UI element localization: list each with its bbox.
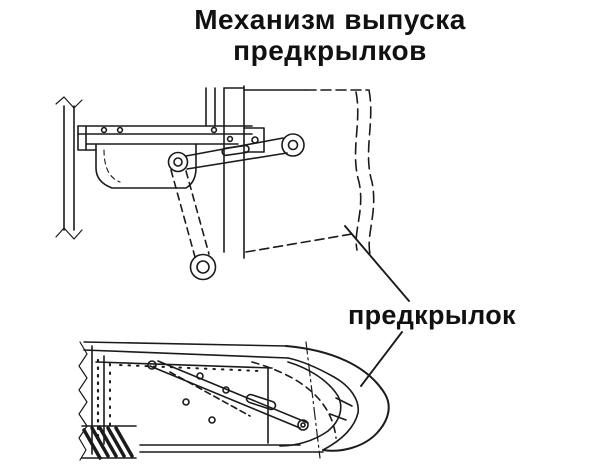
title-line-1: Механизм выпуска bbox=[194, 4, 466, 35]
page-title: Механизм выпуска предкрылков bbox=[130, 4, 530, 67]
slat-cross-section-drawing bbox=[78, 341, 390, 461]
leader-lines bbox=[344, 225, 410, 387]
upper-mechanism-drawing bbox=[55, 85, 375, 281]
leader-line-lower bbox=[360, 331, 403, 387]
slat-callout-label: предкрылок bbox=[348, 300, 516, 330]
title-line-2: предкрылков bbox=[233, 35, 427, 67]
leader-line-upper bbox=[344, 225, 410, 302]
